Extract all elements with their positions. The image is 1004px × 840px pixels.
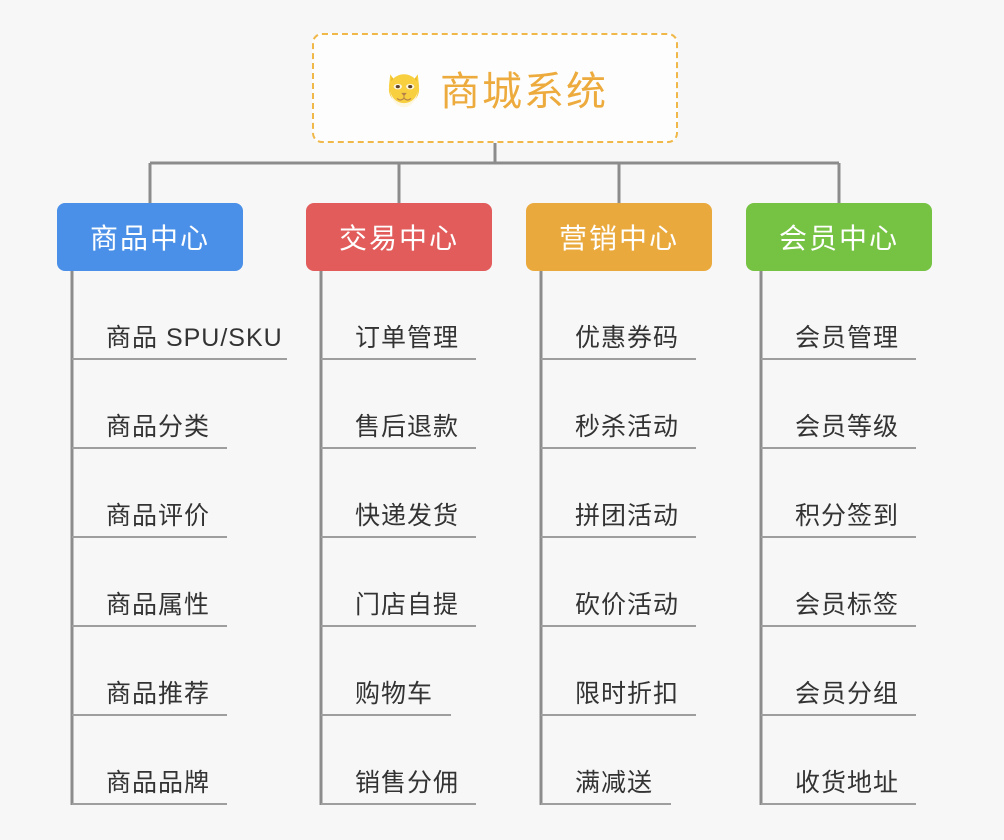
leaf-item[interactable]: 商品推荐 [72, 627, 243, 716]
leaf-label: 售后退款 [355, 413, 460, 441]
category-label: 营销中心 [558, 223, 679, 254]
leaf-item[interactable]: 砍价活动 [541, 538, 712, 627]
leaf-underline [761, 536, 916, 538]
leaf-underline [541, 536, 696, 538]
leaf-label: 会员等级 [795, 413, 900, 441]
category-box-marketing-center[interactable]: 营销中心 [526, 203, 712, 271]
leaf-underline [761, 447, 916, 449]
leaf-item[interactable]: 购物车 [321, 627, 492, 716]
leaf-item[interactable]: 订单管理 [321, 271, 492, 360]
category-column-trade-center: 交易中心订单管理售后退款快递发货门店自提购物车销售分佣 [306, 203, 492, 805]
leaf-label: 限时折扣 [575, 680, 680, 708]
leaf-item[interactable]: 售后退款 [321, 360, 492, 449]
leaf-label: 购物车 [355, 680, 434, 708]
category-box-product-center[interactable]: 商品中心 [57, 203, 243, 271]
leaf-item[interactable]: 商品品牌 [72, 716, 243, 805]
leaf-list-marketing-center: 优惠券码秒杀活动拼团活动砍价活动限时折扣满减送 [541, 271, 712, 805]
leaf-label: 会员标签 [795, 591, 900, 619]
category-box-member-center[interactable]: 会员中心 [746, 203, 932, 271]
leaf-label: 会员管理 [795, 324, 900, 352]
leaf-label: 订单管理 [355, 324, 460, 352]
leaf-list-product-center: 商品 SPU/SKU 商品分类商品评价商品属性商品推荐商品品牌 [72, 271, 287, 805]
leaf-underline [761, 803, 916, 805]
category-label: 商品中心 [89, 223, 210, 254]
leaf-underline [321, 447, 476, 449]
leaf-label: 拼团活动 [575, 502, 680, 530]
category-label: 会员中心 [778, 223, 899, 254]
leaf-label: 销售分佣 [355, 769, 460, 797]
leaf-underline [541, 358, 696, 360]
leaf-underline [761, 625, 916, 627]
leaf-underline [72, 625, 227, 627]
leaf-underline [72, 803, 227, 805]
leaf-label: 收货地址 [795, 769, 900, 797]
category-column-marketing-center: 营销中心优惠券码秒杀活动拼团活动砍价活动限时折扣满减送 [526, 203, 712, 805]
leaf-label: 商品属性 [106, 591, 211, 619]
leaf-underline [72, 714, 227, 716]
leaf-label: 商品评价 [106, 502, 211, 530]
leaf-label: 商品推荐 [106, 680, 211, 708]
leaf-underline [72, 447, 227, 449]
category-box-trade-center[interactable]: 交易中心 [306, 203, 492, 271]
leaf-item[interactable]: 积分签到 [761, 449, 932, 538]
leaf-label: 商品 SPU/SKU [106, 324, 283, 352]
leaf-underline [541, 625, 696, 627]
category-column-member-center: 会员中心会员管理会员等级积分签到会员标签会员分组收货地址 [746, 203, 932, 805]
leaf-underline [321, 803, 476, 805]
leaf-label: 砍价活动 [575, 591, 680, 619]
leaf-item[interactable]: 秒杀活动 [541, 360, 712, 449]
leaf-label: 秒杀活动 [575, 413, 680, 441]
leaf-underline [321, 358, 476, 360]
root-node-title: 商城系统 [440, 70, 608, 114]
leaf-item[interactable]: 收货地址 [761, 716, 932, 805]
leaf-item[interactable]: 限时折扣 [541, 627, 712, 716]
leaf-list-trade-center: 订单管理售后退款快递发货门店自提购物车销售分佣 [321, 271, 492, 805]
leaf-item[interactable]: 会员管理 [761, 271, 932, 360]
leaf-item[interactable]: 拼团活动 [541, 449, 712, 538]
leaf-underline [321, 714, 451, 716]
leaf-item[interactable]: 销售分佣 [321, 716, 492, 805]
leaf-item[interactable]: 会员等级 [761, 360, 932, 449]
leaf-item[interactable]: 商品 SPU/SKU [72, 271, 287, 360]
category-column-product-center: 商品中心商品 SPU/SKU 商品分类商品评价商品属性商品推荐商品品牌 [57, 203, 287, 805]
leaf-label: 积分签到 [795, 502, 900, 530]
leaf-label: 商品分类 [106, 413, 211, 441]
leaf-list-member-center: 会员管理会员等级积分签到会员标签会员分组收货地址 [761, 271, 932, 805]
leaf-item[interactable]: 商品属性 [72, 538, 243, 627]
leaf-item[interactable]: 满减送 [541, 716, 712, 805]
leaf-underline [541, 803, 671, 805]
leaf-item[interactable]: 优惠券码 [541, 271, 712, 360]
leaf-underline [72, 358, 287, 360]
root-node-mall-system[interactable]: 商城系统 [312, 33, 678, 143]
leaf-underline [761, 714, 916, 716]
leaf-item[interactable]: 商品分类 [72, 360, 243, 449]
leaf-underline [761, 358, 916, 360]
leaf-underline [541, 447, 696, 449]
shiba-dog-face-icon [382, 66, 426, 110]
leaf-label: 优惠券码 [575, 324, 680, 352]
leaf-underline [541, 714, 696, 716]
leaf-label: 门店自提 [355, 591, 460, 619]
leaf-label: 快递发货 [355, 502, 460, 530]
leaf-underline [321, 536, 476, 538]
leaf-underline [321, 625, 476, 627]
category-label: 交易中心 [338, 223, 459, 254]
leaf-label: 会员分组 [795, 680, 900, 708]
leaf-item[interactable]: 会员标签 [761, 538, 932, 627]
leaf-item[interactable]: 快递发货 [321, 449, 492, 538]
leaf-item[interactable]: 商品评价 [72, 449, 243, 538]
leaf-label: 商品品牌 [106, 769, 211, 797]
leaf-underline [72, 536, 227, 538]
leaf-item[interactable]: 会员分组 [761, 627, 932, 716]
leaf-label: 满减送 [575, 769, 654, 797]
leaf-item[interactable]: 门店自提 [321, 538, 492, 627]
